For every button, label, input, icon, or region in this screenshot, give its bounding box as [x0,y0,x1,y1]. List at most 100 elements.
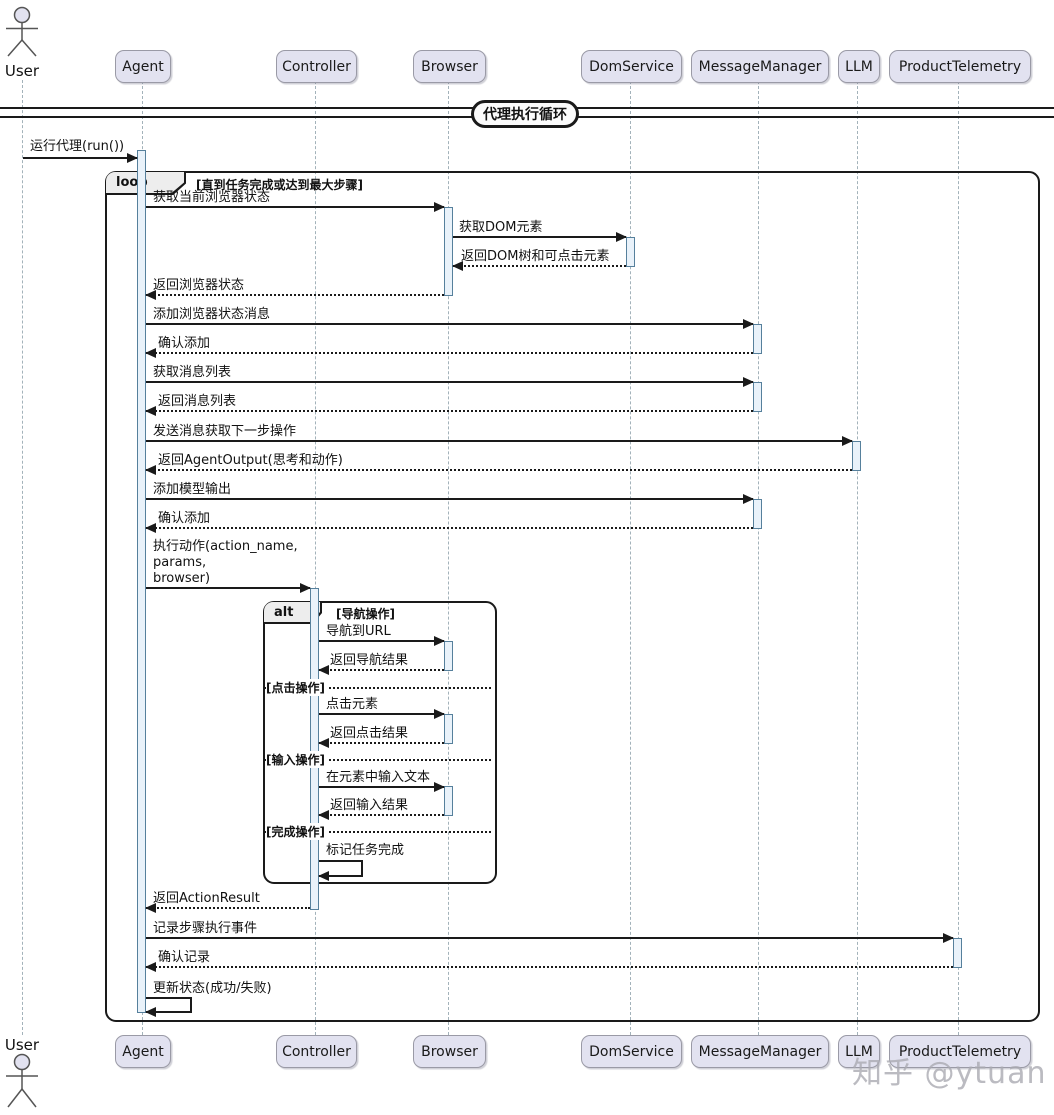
message-arrow [146,319,754,329]
message-label: 确认添加 [158,511,211,526]
activation-messagemanager [753,499,762,529]
loop-guard: [直到任务完成或达到最大步骤] [196,178,363,192]
message-label: 返回ActionResult [153,891,260,906]
activation-browser [444,786,453,816]
activation-producttelemetry [953,938,962,968]
message-arrow [146,933,954,943]
message-arrow [146,583,311,593]
activation-domservice [626,237,635,267]
message-label: 标记任务完成 [326,843,405,858]
participant-user-top: User [4,62,40,80]
message-label: 导航到URL [326,624,391,639]
arrowhead-icon [434,636,445,646]
message-arrow [146,377,754,387]
participant-user-bottom: User [4,1036,40,1054]
arrowhead-icon [743,319,754,329]
message-arrow [146,494,754,504]
message-label: 返回AgentOutput(思考和动作) [158,453,343,468]
message-label: 获取DOM元素 [459,220,543,235]
arrowhead-icon [145,465,156,475]
participant-llm-top: LLM [838,50,880,83]
message-label: 更新状态(成功/失败) [153,981,272,996]
alt-frame-tab: alt [264,602,322,624]
arrowhead-icon [145,406,156,416]
user-actor-icon [0,1053,44,1115]
activation-messagemanager [753,382,762,412]
activation-messagemanager [753,324,762,354]
message-label: 获取消息列表 [153,365,232,380]
activation-controller [310,588,319,910]
message-label: 返回DOM树和可点击元素 [461,249,610,264]
participant-agent-top: Agent [115,50,171,83]
lifeline-llm [857,81,858,1035]
message-label: 返回导航结果 [330,653,409,668]
lifeline-browser [448,81,449,1035]
loop-frame [105,171,1040,1022]
message-label: 获取当前浏览器状态 [153,190,271,205]
alt-divider-line [265,759,491,761]
message-return-arrow [145,465,852,475]
lifeline-user [22,80,23,1035]
message-return-arrow [145,523,753,533]
activation-llm [852,441,861,471]
arrowhead-icon [743,377,754,387]
participant-llm-bottom: LLM [838,1035,880,1068]
message-return-arrow [318,738,444,748]
message-label: 在元素中输入文本 [326,770,431,785]
lifeline-controller [315,81,316,1035]
message-label: 添加浏览器状态消息 [153,307,271,322]
message-label: 返回点击结果 [330,726,409,741]
message-return-arrow [145,348,753,358]
message-return-arrow [318,810,444,820]
user-actor-icon [0,6,44,62]
watermark: 知乎 @ytuan [852,1056,1047,1091]
arrowhead-icon [616,232,627,242]
self-message-arrow [145,997,192,1017]
alt-guard: [导航操作] [336,607,395,621]
message-return-arrow [145,290,444,300]
arrowhead-icon [145,523,156,533]
activation-browser [444,207,453,296]
alt-divider-done: [完成操作] [266,823,328,840]
message-label: 运行代理(run()) [30,139,125,154]
arrowhead-icon [145,962,156,972]
arrowhead-icon [743,494,754,504]
arrowhead-icon [318,738,329,748]
participant-agent-bottom: Agent [115,1035,171,1068]
arrowhead-icon [145,290,156,300]
message-arrow [23,153,138,163]
arrowhead-icon [145,1007,156,1017]
lifeline-domservice [630,81,631,1035]
lifeline-messagemanager [758,81,759,1035]
participant-browser-top: Browser [413,50,486,83]
arrowhead-icon [452,261,463,271]
message-label: 确认添加 [158,336,211,351]
message-label: 记录步骤执行事件 [153,921,258,936]
message-label: 添加模型输出 [153,482,232,497]
participant-producttelemetry-bottom: ProductTelemetry [889,1035,1031,1068]
alt-frame [263,601,497,884]
alt-divider-click: [点击操作] [266,679,328,696]
message-arrow [146,202,445,212]
message-label: 发送消息获取下一步操作 [153,424,297,439]
arrowhead-icon [434,202,445,212]
participant-messagemanager-bottom: MessageManager [691,1035,829,1068]
message-label: 确认记录 [158,950,211,965]
message-return-arrow [318,665,444,675]
activation-browser [444,641,453,671]
arrowhead-icon [943,933,954,943]
participant-controller-bottom: Controller [276,1035,357,1068]
arrowhead-icon [434,782,445,792]
arrowhead-icon [318,810,329,820]
arrowhead-icon [434,709,445,719]
alt-divider-input: [输入操作] [266,751,328,768]
message-return-arrow [452,261,626,271]
message-arrow [453,232,627,242]
arrowhead-icon [842,436,853,446]
arrowhead-icon [127,153,138,163]
alt-keyword: alt [264,602,320,622]
message-arrow [319,636,445,646]
message-arrow [146,436,853,446]
alt-divider-line [265,831,491,833]
message-label: 点击元素 [326,697,379,712]
